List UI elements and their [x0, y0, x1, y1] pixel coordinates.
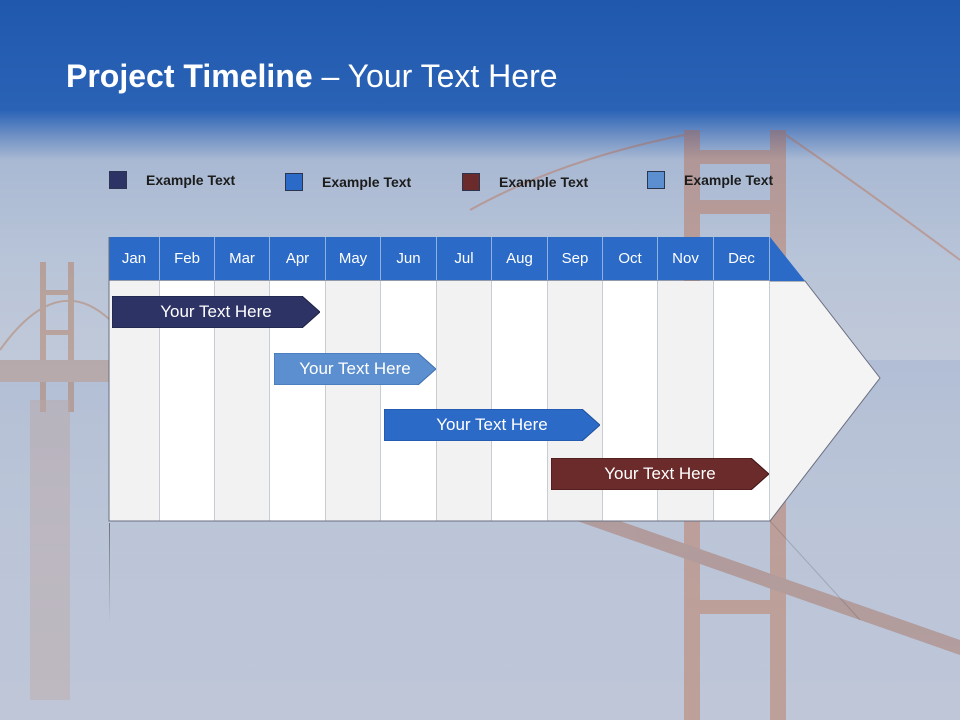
- legend-label-1: Example Text: [146, 172, 236, 188]
- legend-swatch-2: [285, 173, 303, 191]
- task-bar-1-label: Your Text Here: [160, 302, 272, 321]
- task-bar-4-label: Your Text Here: [604, 464, 716, 483]
- task-bar-3-label: Your Text Here: [436, 415, 548, 434]
- month-header-aug: Aug: [492, 237, 548, 280]
- legend-label-2: Example Text: [322, 174, 412, 190]
- task-bar-2[interactable]: Your Text Here: [274, 353, 436, 385]
- legend-swatch-4: [647, 171, 665, 189]
- timeline-reflection: [109, 523, 110, 623]
- legend-swatch-1: [109, 171, 127, 189]
- month-header-jan: Jan: [109, 237, 160, 280]
- task-bar-3-shape: [384, 409, 600, 441]
- month-header-feb: Feb: [160, 237, 215, 280]
- month-header-sep: Sep: [548, 237, 603, 280]
- task-bar-1-shape: [112, 296, 320, 328]
- month-header-dec: Dec: [714, 237, 770, 280]
- title-bold: Project Timeline: [66, 58, 313, 94]
- month-column-jun: [381, 281, 437, 521]
- month-header-mar: Mar: [215, 237, 270, 280]
- task-bar-2-shape: [274, 353, 436, 385]
- month-column-jul: [437, 281, 492, 521]
- task-bar-2-label: Your Text Here: [299, 359, 411, 378]
- month-header-oct: Oct: [603, 237, 658, 280]
- legend-item-4: Example Text: [647, 170, 773, 190]
- task-bar-4-shape: [551, 458, 769, 490]
- legend-label-3: Example Text: [499, 174, 589, 190]
- legend-item-3: Example Text: [462, 172, 588, 192]
- month-header-jul: Jul: [437, 237, 492, 280]
- task-bar-4[interactable]: Your Text Here: [551, 458, 769, 490]
- month-header-jun: Jun: [381, 237, 437, 280]
- legend-item-1: Example Text: [109, 170, 235, 190]
- task-bar-3[interactable]: Your Text Here: [384, 409, 600, 441]
- month-column-may: [326, 281, 381, 521]
- legend-swatch-3: [462, 173, 480, 191]
- month-column-aug: [492, 281, 548, 521]
- title-rest: – Your Text Here: [312, 58, 558, 94]
- slide-title: Project Timeline – Your Text Here: [66, 58, 558, 95]
- task-bar-1[interactable]: Your Text Here: [112, 296, 320, 328]
- legend-label-4: Example Text: [684, 172, 774, 188]
- month-header-apr: Apr: [270, 237, 326, 280]
- legend-item-2: Example Text: [285, 172, 411, 192]
- month-header-nov: Nov: [658, 237, 714, 280]
- month-header-may: May: [326, 237, 381, 280]
